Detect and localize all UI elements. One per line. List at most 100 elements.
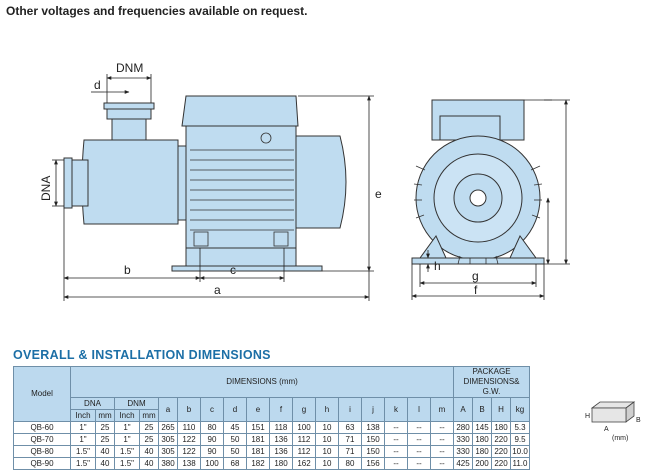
pkg-cell: 180 <box>491 421 511 434</box>
dim-cell: 182 <box>246 457 270 470</box>
dim-cell: -- <box>430 433 454 446</box>
col-model: Model <box>13 366 71 422</box>
dim-cell: 71 <box>338 433 362 446</box>
dnm-inch-cell: 1" <box>114 433 140 446</box>
col-m: m <box>430 397 454 422</box>
pkg-cell: 330 <box>453 433 473 446</box>
header-dna-mm: mm <box>95 409 115 422</box>
pkg-cell: 220 <box>491 445 511 458</box>
dim-cell: -- <box>407 421 431 434</box>
dna-mm-cell: 25 <box>95 433 115 446</box>
dim-cell: 80 <box>338 457 362 470</box>
dim-cell: 136 <box>269 433 293 446</box>
label-c: c <box>230 263 236 277</box>
dnm-inch-cell: 1" <box>114 421 140 434</box>
pkg-cell: 5.3 <box>510 421 530 434</box>
pump-front-view <box>411 99 545 265</box>
dim-cell: -- <box>384 445 408 458</box>
header-dnm-inch: Inch <box>114 409 140 422</box>
dim-cell: -- <box>407 457 431 470</box>
dim-cell: 10 <box>315 433 339 446</box>
label-h: h <box>434 259 441 273</box>
dim-cell: 265 <box>158 421 178 434</box>
col-j: j <box>361 397 385 422</box>
availability-note: Other voltages and frequencies available… <box>6 4 308 18</box>
front-fins <box>413 165 543 265</box>
dim-cell: 10 <box>315 457 339 470</box>
dim-cell: -- <box>384 457 408 470</box>
front-dimension-lines <box>411 99 570 300</box>
label-b: b <box>124 263 131 277</box>
dim-cell: 138 <box>177 457 201 470</box>
header-dnm: DNM <box>114 397 159 410</box>
dnm-mm-cell: 25 <box>139 421 159 434</box>
col-c: c <box>200 397 224 422</box>
pkg-cell: 280 <box>453 421 473 434</box>
pkg-cell: 220 <box>491 433 511 446</box>
pkg-cell: 180 <box>472 433 492 446</box>
col-e: e <box>246 397 270 422</box>
header-dimensions: DIMENSIONS (mm) <box>70 366 454 398</box>
package-label-a: A <box>604 426 609 433</box>
dim-cell: 63 <box>338 421 362 434</box>
label-a: a <box>214 283 221 297</box>
col-g: g <box>292 397 316 422</box>
pkg-cell: 10.0 <box>510 445 530 458</box>
dim-cell: 156 <box>361 457 385 470</box>
dim-cell: 180 <box>269 457 293 470</box>
pkg-cell: 11.0 <box>510 457 530 470</box>
col-f: f <box>269 397 293 422</box>
dim-cell: 150 <box>361 445 385 458</box>
package-label-h: H <box>585 413 590 420</box>
table-row: QB-80 1.5" 40 1.5" 40 305 122 90 50 181 … <box>13 445 530 458</box>
dim-cell: 10 <box>315 445 339 458</box>
dim-cell: 112 <box>292 445 316 458</box>
dim-cell: 50 <box>223 445 247 458</box>
col-a: a <box>158 397 178 422</box>
dim-cell: 122 <box>177 445 201 458</box>
dim-cell: 45 <box>223 421 247 434</box>
dim-cell: -- <box>430 457 454 470</box>
col-k: k <box>384 397 408 422</box>
dim-cell: 305 <box>158 445 178 458</box>
dim-cell: 68 <box>223 457 247 470</box>
pkg-cell: 9.5 <box>510 433 530 446</box>
model-cell: QB-60 <box>13 421 71 434</box>
dna-mm-cell: 25 <box>95 421 115 434</box>
table-row: QB-70 1" 25 1" 25 305 122 90 50 181 136 … <box>13 433 530 446</box>
dim-cell: 100 <box>200 457 224 470</box>
dim-cell: 151 <box>246 421 270 434</box>
table-row: QB-60 1" 25 1" 25 265 110 80 45 151 118 … <box>13 421 530 434</box>
dnm-mm-cell: 40 <box>139 445 159 458</box>
header-row-3: Inch mm Inch mm <box>14 409 530 422</box>
label-g: g <box>472 269 479 283</box>
dim-cell: 138 <box>361 421 385 434</box>
header-package: PACKAGE DIMENSIONS& G.W. <box>453 366 530 398</box>
pkg-cell: 180 <box>472 445 492 458</box>
motor-fins <box>190 132 294 247</box>
dim-cell: 122 <box>177 433 201 446</box>
dim-cell: 112 <box>292 433 316 446</box>
label-d: d <box>94 78 101 92</box>
dim-cell: 162 <box>292 457 316 470</box>
dna-inch-cell: 1.5" <box>70 445 96 458</box>
label-e: e <box>375 187 382 201</box>
side-dimension-lines <box>52 74 374 301</box>
header-dnm-mm: mm <box>139 409 159 422</box>
header-dna-inch: Inch <box>70 409 96 422</box>
dna-mm-cell: 40 <box>95 445 115 458</box>
pkg-cell: 425 <box>453 457 473 470</box>
dim-cell: -- <box>384 421 408 434</box>
dnm-mm-cell: 40 <box>139 457 159 470</box>
dna-mm-cell: 40 <box>95 457 115 470</box>
pkg-cell: 145 <box>472 421 492 434</box>
col-pkg-h: H <box>491 397 511 422</box>
col-pkg-b: B <box>472 397 492 422</box>
package-box-figure: H B A (mm) <box>585 401 641 442</box>
pump-dimension-drawing: DNM d DNA e b c a <box>39 61 570 301</box>
dim-cell: 136 <box>269 445 293 458</box>
dim-cell: 118 <box>269 421 293 434</box>
header-row-1: Model DIMENSIONS (mm) PACKAGE DIMENSIONS… <box>13 366 530 422</box>
dim-cell: 50 <box>223 433 247 446</box>
pkg-cell: 200 <box>472 457 492 470</box>
